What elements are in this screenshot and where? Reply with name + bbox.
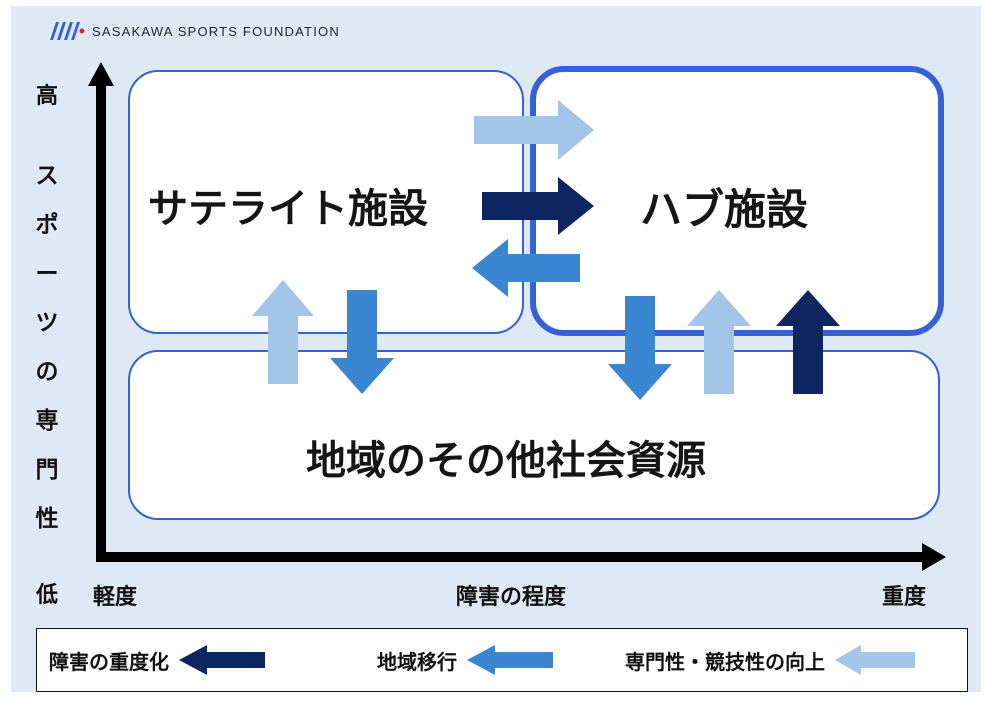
legend-arrow-severity-icon (179, 645, 265, 675)
satellite-facility-label: サテライト施設 (148, 186, 428, 232)
ssf-logo-icon (50, 22, 85, 40)
legend-item-expertise: 専門性・競技性の向上 (625, 629, 917, 691)
x-axis-right-label: 重度 (882, 585, 927, 610)
y-axis-title-char: の (35, 359, 59, 385)
y-axis (88, 62, 114, 562)
hub-facility-box (530, 66, 944, 336)
y-axis-title-char: ツ (35, 310, 59, 336)
community-arrow-down-hub (608, 296, 672, 400)
brand-header: SASAKAWA SPORTS FOUNDATION (48, 18, 340, 44)
x-axis-title: 障害の程度 (456, 585, 567, 610)
x-axis-left-label: 軽度 (93, 585, 138, 610)
y-axis-title-char: 性 (35, 506, 59, 532)
y-axis-title-char: 専 (35, 408, 59, 434)
legend-item-severity: 障害の重度化 (49, 629, 267, 691)
legend-arrow-community-icon (467, 645, 553, 675)
expertise-arrow-up-hub (687, 290, 751, 394)
hub-facility-label: ハブ施設 (640, 185, 809, 234)
community-arrow-down-satellite (330, 290, 394, 394)
legend-item-community: 地域移行 (377, 629, 555, 691)
x-axis (96, 543, 946, 571)
legend: 障害の重度化 地域移行 専門性・競技性の向上 (36, 628, 968, 692)
legend-label-community: 地域移行 (377, 649, 457, 674)
y-axis-low-label: 低 (36, 583, 59, 608)
y-axis-title-char: ス (35, 163, 59, 189)
y-axis-title-char: 門 (35, 457, 59, 483)
expertise-arrow-right (474, 100, 594, 160)
expertise-arrow-up-satellite (252, 280, 314, 384)
legend-label-severity: 障害の重度化 (49, 649, 169, 674)
regional-resources-label: 地域のその他社会資源 (306, 438, 706, 484)
severity-arrow-up-hub (776, 290, 840, 394)
y-axis-title: ス ポ ー ツ の 専 門 性 (30, 152, 64, 544)
severity-arrow-right (482, 177, 594, 235)
legend-arrow-expertise-icon (835, 645, 915, 675)
y-axis-title-char: ー (35, 261, 59, 287)
y-axis-high-label: 高 (36, 84, 59, 109)
brand-name: SASAKAWA SPORTS FOUNDATION (92, 23, 340, 39)
y-axis-title-char: ポ (35, 212, 59, 238)
legend-label-expertise: 専門性・競技性の向上 (625, 649, 825, 674)
community-arrow-left (472, 239, 580, 297)
